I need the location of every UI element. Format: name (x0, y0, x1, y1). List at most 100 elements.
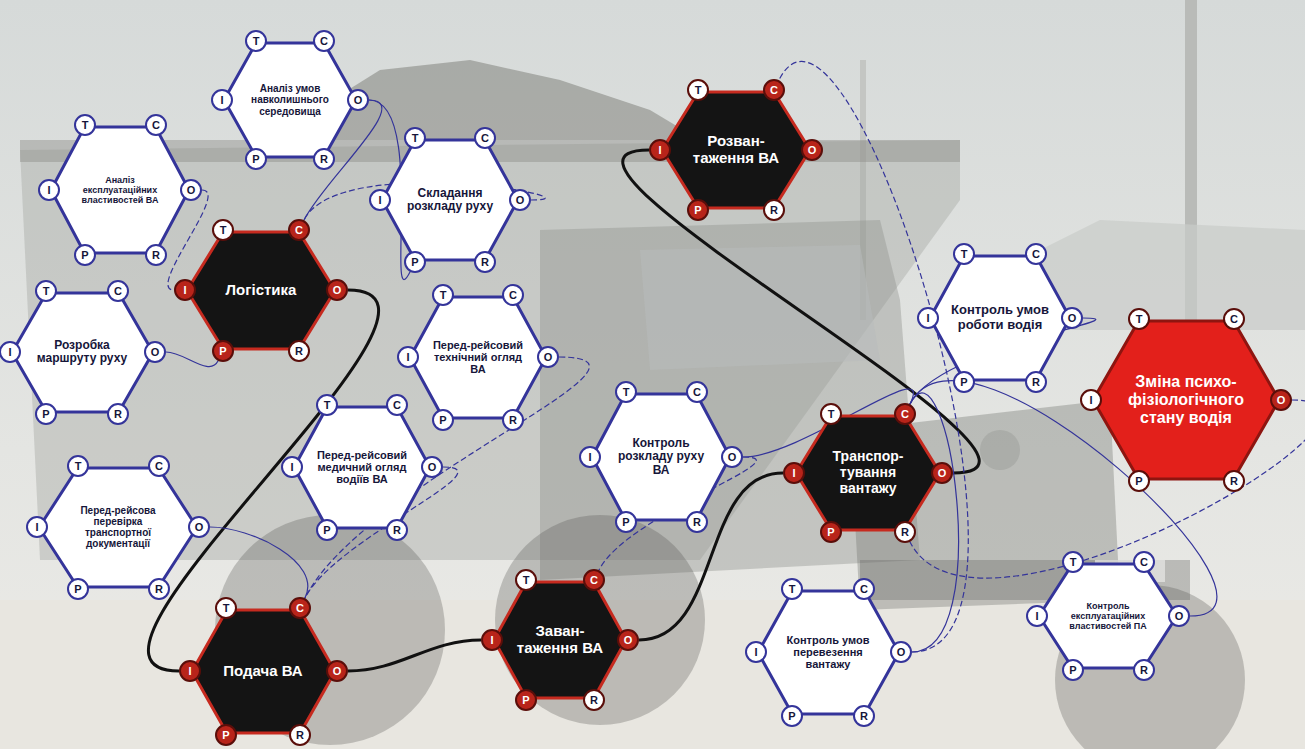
aspect-letter: P (81, 250, 88, 261)
aspect-circle: C (289, 597, 311, 619)
function-label: Перед-рейсова перевірка транспортної док… (62, 505, 175, 550)
aspect-letter: O (516, 195, 525, 206)
aspect-circle: R (289, 724, 311, 746)
aspect-letter: I (8, 347, 11, 358)
aspect-letter: T (440, 290, 447, 301)
aspect-letter: P (219, 346, 226, 357)
function-hexagon: Складання розкладу руху (380, 138, 520, 262)
aspect-letter: C (509, 290, 517, 301)
aspect-circle: I (1026, 605, 1048, 627)
aspect-letter: P (222, 730, 229, 741)
aspect-letter: C (1230, 314, 1238, 325)
hexagon-shape (410, 297, 546, 418)
hexagon-shape (1039, 564, 1177, 668)
aspect-circle: T (67, 455, 89, 477)
aspect-circle: P (953, 371, 975, 393)
aspect-letter: C (860, 584, 868, 595)
aspect-circle: P (820, 521, 842, 543)
aspect-letter: R (114, 409, 122, 420)
function-hexagon: Контроль умов роботи водія (928, 254, 1072, 382)
aspect-circle: O (617, 629, 639, 651)
aspect-circle: P (515, 689, 537, 711)
hexagon-shape (294, 407, 430, 528)
aspect-circle: O (801, 139, 823, 161)
aspect-circle: P (35, 403, 57, 425)
aspect-letter: I (47, 185, 50, 196)
function-label: Перед-рейсовий технічний огляд ВА (429, 339, 527, 376)
function-label: Розробка маршруту руху (31, 339, 133, 366)
aspect-letter: O (938, 468, 947, 479)
aspect-circle: R (474, 251, 496, 273)
aspect-letter: C (155, 461, 163, 472)
aspect-letter: T (1136, 314, 1143, 325)
coupling-line-main (348, 640, 481, 671)
background-function-hexagon: Транспор-тування вантажу (794, 414, 942, 532)
aspect-letter: T (253, 36, 260, 47)
function-label: Аналіз умов навколишнього середовища (243, 83, 338, 117)
aspect-letter: R (1140, 665, 1148, 676)
aspect-letter: P (74, 584, 81, 595)
aspect-letter: T (412, 133, 419, 144)
aspect-letter: I (378, 195, 381, 206)
aspect-letter: R (295, 346, 303, 357)
hexagon-shape (187, 232, 335, 349)
function-label: Заван-таження ВА (513, 623, 608, 657)
aspect-circle: O (326, 279, 348, 301)
aspect-letter: T (220, 225, 227, 236)
aspect-letter: R (590, 695, 598, 706)
aspect-letter: R (901, 527, 909, 538)
aspect-circle: R (1223, 470, 1245, 492)
aspect-circle: C (1025, 243, 1047, 265)
aspect-letter: C (693, 387, 701, 398)
aspect-letter: P (827, 527, 834, 538)
aspect-circle: C (686, 381, 708, 403)
aspect-letter: R (1032, 377, 1040, 388)
aspect-letter: R (393, 525, 401, 536)
aspect-circle: O (931, 462, 953, 484)
windshield (640, 245, 880, 370)
aspect-letter: T (789, 584, 796, 595)
aspect-circle: R (1133, 659, 1155, 681)
aspect-letter: O (354, 95, 363, 106)
hexagon-shape (796, 416, 940, 530)
aspect-letter: T (223, 603, 230, 614)
aspect-circle: P (781, 705, 803, 727)
aspect-circle: C (145, 114, 167, 136)
aspect-circle: O (144, 341, 166, 363)
aspect-circle: P (432, 409, 454, 431)
function-label: Складання розкладу руху (401, 187, 499, 214)
background-function-hexagon: Подача ВА (190, 608, 337, 735)
aspect-letter: C (296, 603, 304, 614)
function-label: Контроль умов роботи водія (950, 303, 1051, 332)
function-hexagon: Перед-рейсова перевірка транспортної док… (37, 466, 199, 589)
aspect-circle: P (212, 340, 234, 362)
aspect-letter: P (1135, 476, 1142, 487)
aspect-circle: R (145, 244, 167, 266)
aspect-letter: R (320, 154, 328, 165)
hexagon-shape (592, 394, 730, 520)
aspect-letter: R (152, 250, 160, 261)
aspect-letter: I (926, 313, 929, 324)
function-label: Розван-таження ВА (683, 133, 789, 167)
aspect-letter: O (1175, 611, 1184, 622)
aspect-circle: C (894, 403, 916, 425)
aspect-letter: I (35, 522, 38, 533)
aspect-letter: T (75, 461, 82, 472)
aspect-circle: P (215, 724, 237, 746)
aspect-circle: O (421, 456, 443, 478)
function-label: Контроль розкладу руху ВА (612, 437, 711, 477)
aspect-circle: I (369, 189, 391, 211)
aspect-letter: T (82, 120, 89, 131)
hexagon-shape (1093, 321, 1279, 479)
aspect-letter: O (151, 347, 160, 358)
aspect-circle: O (1168, 605, 1190, 627)
aspect-letter: O (728, 452, 737, 463)
aspect-circle: T (1128, 308, 1150, 330)
aspect-letter: P (960, 377, 967, 388)
aspect-circle: R (686, 511, 708, 533)
aspect-letter: O (428, 462, 437, 473)
aspect-letter: C (1032, 249, 1040, 260)
aspect-circle: R (502, 409, 524, 431)
aspect-letter: C (152, 120, 160, 131)
aspect-letter: O (897, 647, 906, 658)
